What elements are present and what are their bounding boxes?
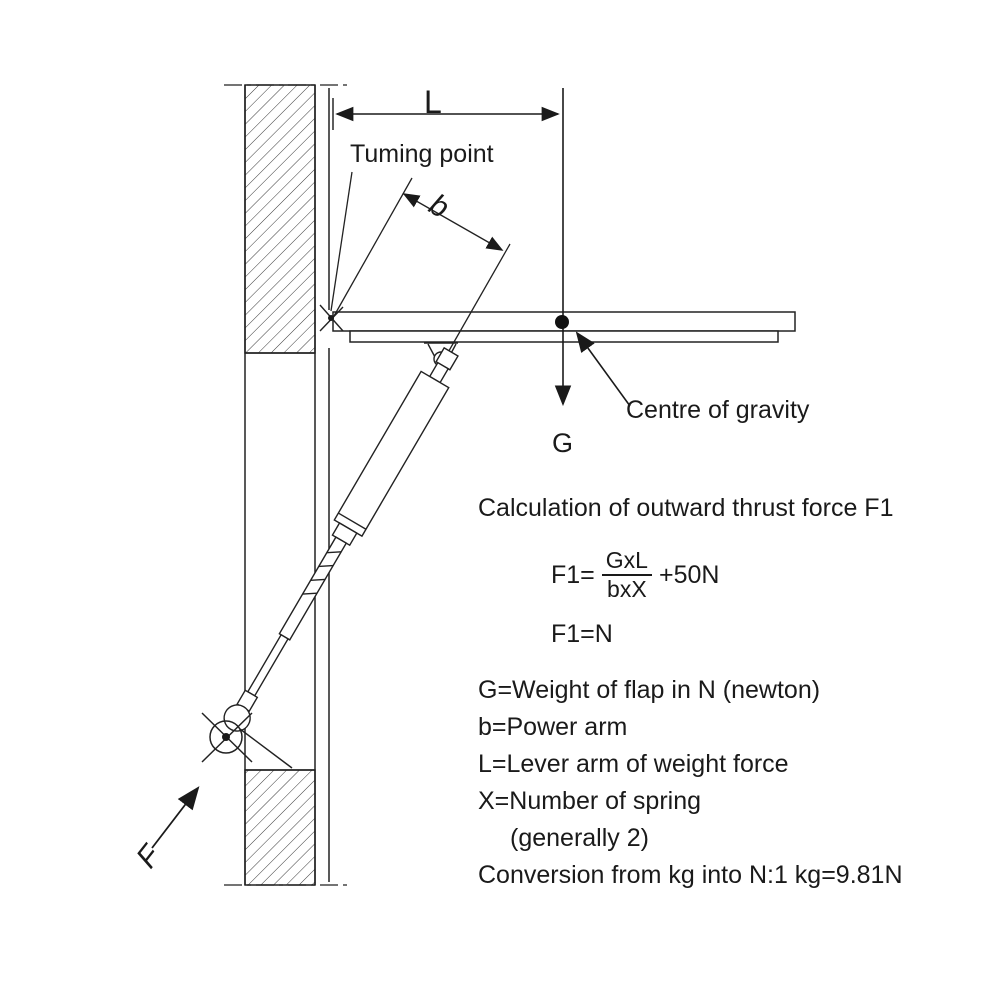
dimension-b	[333, 177, 511, 357]
lower-pivot-bracket	[201, 712, 293, 769]
dim-L-label: L	[424, 84, 442, 120]
formula-f1: F1= GxL bxX +50N	[551, 547, 720, 603]
formula-suffix: +50N	[658, 560, 720, 589]
centre-of-gravity-dot	[555, 315, 569, 329]
gravity-G-label: G	[552, 428, 574, 458]
formula-lhs: F1=	[551, 560, 595, 589]
definition-conversion: Conversion from kg into N:1 kg=9.81N	[478, 861, 903, 889]
formula-f1-result: F1=N	[551, 620, 613, 648]
centerlines	[224, 84, 348, 886]
formula-title: Calculation of outward thrust force F1	[478, 494, 894, 522]
gas-spring-eyelet	[223, 704, 251, 732]
definition-G: G=Weight of flap in N (newton)	[478, 676, 821, 704]
formula-numerator: GxL	[601, 547, 652, 577]
definition-b: b=Power arm	[478, 713, 628, 741]
definition-X-note: (generally 2)	[510, 824, 649, 852]
turning-point-label: Tuming point	[350, 140, 494, 168]
definition-L: L=Lever arm of weight force	[478, 750, 789, 778]
definitions-block: G=Weight of flap in N (newton) b=Power a…	[478, 672, 903, 894]
turning-point-leader	[330, 171, 353, 312]
wall	[244, 84, 330, 886]
wall-hatch-bottom	[244, 769, 316, 886]
dimension-L	[332, 98, 560, 130]
gas-spring	[223, 346, 459, 732]
definition-X: X=Number of spring	[478, 787, 702, 815]
turning-point-mark	[319, 304, 344, 332]
formula-denominator: bxX	[607, 576, 647, 603]
wall-hatch-top	[244, 84, 316, 354]
cog-leader	[575, 331, 631, 407]
gas-spring-cylinder	[333, 370, 450, 538]
centre-of-gravity-label: Centre of gravity	[626, 396, 810, 424]
formula-fraction: GxL bxX	[601, 547, 652, 603]
force-F-arrow	[151, 786, 200, 849]
